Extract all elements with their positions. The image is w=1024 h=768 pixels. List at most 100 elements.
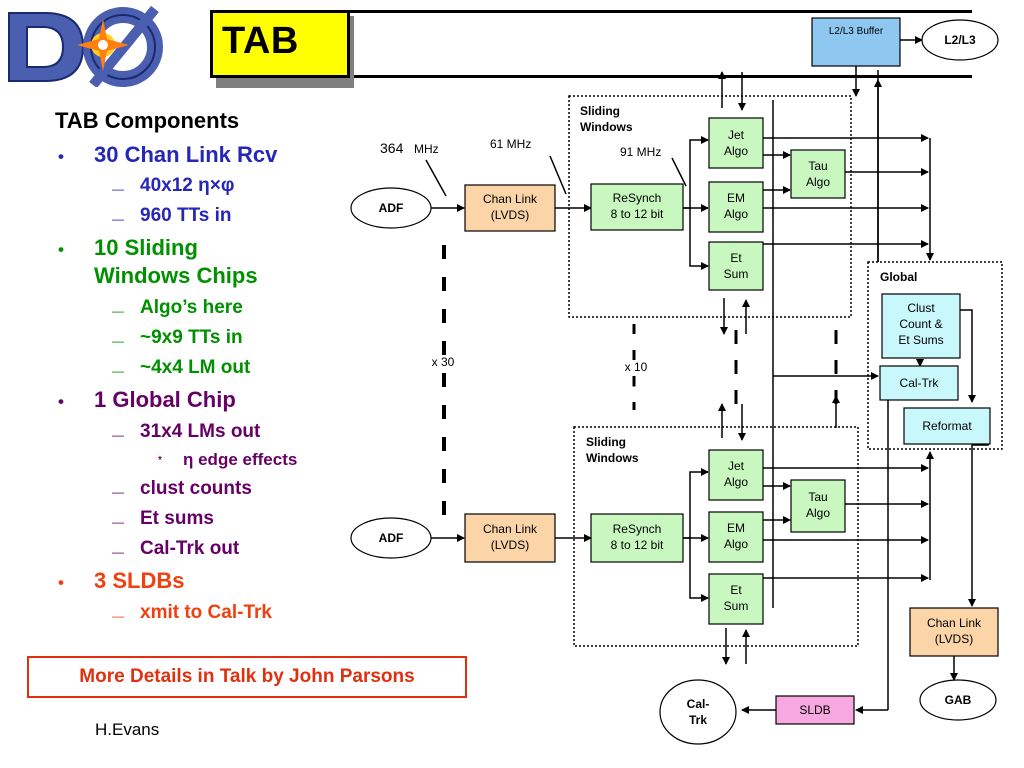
jet-algo-box-top [708,117,764,169]
sliding-windows-top-l2: Windows [580,120,633,134]
resynch-bot-l1: ReSynch [613,522,662,536]
bullet-dot: • [58,240,64,259]
chan-link-global-l1: Chan Link [927,616,982,630]
sub-algos-here: Algo’s here [140,297,243,318]
et-sum-box-top [708,241,764,291]
cal-trk-box [879,365,959,401]
freq-61: 61 MHz [490,137,531,151]
tau-bot-l2: Algo [806,506,830,520]
em-algo-box-bottom [708,511,764,563]
em-bot-l1: EM [727,521,745,535]
chan-link-box-global [909,607,999,657]
chan-link-box-bottom [464,513,556,563]
cal-trk-node-l2: Trk [689,713,707,727]
bullet-dot: • [58,147,64,166]
adf-label-top: ADF [379,201,404,215]
tau-algo-box-top [790,149,846,199]
l2l3-buffer-box [811,17,901,67]
gab-node [919,679,997,721]
chan-link-global-l2: (LVDS) [935,632,973,646]
l2l3-buffer-label: L2/L3 Buffer [829,26,884,37]
reformat-label: Reformat [922,419,972,433]
sub-dash: — [112,545,124,559]
resynch-top-l2: 8 to 12 bit [611,207,664,221]
x30-label: x 30 [432,355,455,369]
tau-bot-l1: Tau [808,490,827,504]
bullet-global-chip: 1 Global Chip [94,387,236,412]
chan-link-bot-l2: (LVDS) [491,538,529,552]
sub-dash: — [112,364,124,378]
l2l3-label: L2/L3 [944,33,976,47]
resynch-box-top [590,183,684,231]
em-algo-box-top [708,181,764,233]
sliding-windows-top-l1: Sliding [580,104,620,118]
sliding-windows-box-bottom [573,426,859,647]
sub-et-sums: Et sums [140,508,214,529]
sub-960-tts: 960 TTs in [140,205,232,226]
adf-label-bottom: ADF [379,531,404,545]
tau-top-l2: Algo [806,175,830,189]
sub-sub-star: * [158,455,162,466]
clust-count-box [881,293,961,359]
sldb-box [775,695,855,725]
bullet-chan-link-rcv: 30 Chan Link Rcv [94,142,278,167]
sliding-windows-bot-l2: Windows [586,451,639,465]
details-note: More Details in Talk by John Parsons [79,666,415,687]
sub-dash: — [112,485,124,499]
cal-trk-node-l1: Cal- [687,697,710,711]
global-box [867,261,1003,450]
freq-364-num: 364 [380,140,404,156]
sub-dash: — [112,212,124,226]
et-bot-l2: Sum [724,599,749,613]
sub-9x9-tts: ~9x9 TTs in [140,327,243,348]
sub-40x12: 40x12 η×φ [140,175,235,196]
sub-dash: — [112,182,124,196]
components-heading: TAB Components [55,108,240,133]
sldb-label: SLDB [799,703,830,717]
sub-31x4-lms: 31x4 LMs out [140,421,261,442]
sub-dash: — [112,515,124,529]
et-top-l2: Sum [724,267,749,281]
resynch-bot-l2: 8 to 12 bit [611,538,664,552]
sub-4x4-lm: ~4x4 LM out [140,357,251,378]
bullet-sliding-windows-1: 10 Sliding [94,235,198,260]
jet-top-l2: Algo [724,144,748,158]
sub-dash: — [112,304,124,318]
adf-node-top [350,187,432,229]
sub-xmit-cal-trk: xmit to Cal-Trk [140,602,272,623]
chan-link-top-l2: (LVDS) [491,208,529,222]
cal-trk-box-label: Cal-Trk [900,376,940,390]
em-top-l2: Algo [724,207,748,221]
jet-bot-l2: Algo [724,475,748,489]
tau-algo-box-bottom [790,479,846,533]
et-top-l1: Et [730,251,742,265]
bullet-3-sldbs: 3 SLDBs [94,568,185,593]
clust-l2: Count & [899,317,942,331]
resynch-top-l1: ReSynch [613,191,662,205]
em-bot-l2: Algo [724,537,748,551]
adf-node-bottom [350,517,432,559]
clust-l3: Et Sums [898,333,943,347]
clust-l1: Clust [907,301,935,315]
tau-top-l1: Tau [808,159,827,173]
et-bot-l1: Et [730,583,742,597]
l2l3-node [921,19,999,61]
jet-top-l1: Jet [728,128,745,142]
jet-bot-l1: Jet [728,459,745,473]
page-title: TAB [222,20,299,62]
global-label: Global [880,270,917,284]
bullet-dot: • [58,573,64,592]
resynch-box-bottom [590,513,684,563]
bullet-sliding-windows-2: Windows Chips [94,263,258,288]
sub-eta-edge: η edge effects [183,450,298,469]
details-note-box [27,656,467,698]
freq-91: 91 MHz [620,145,661,159]
gab-label: GAB [945,693,972,707]
sub-dash: — [112,428,124,442]
sub-clust-counts: clust counts [140,478,252,499]
bullet-dot: • [58,392,64,411]
sub-dash: — [112,334,124,348]
em-top-l1: EM [727,191,745,205]
sub-dash: — [112,609,124,623]
